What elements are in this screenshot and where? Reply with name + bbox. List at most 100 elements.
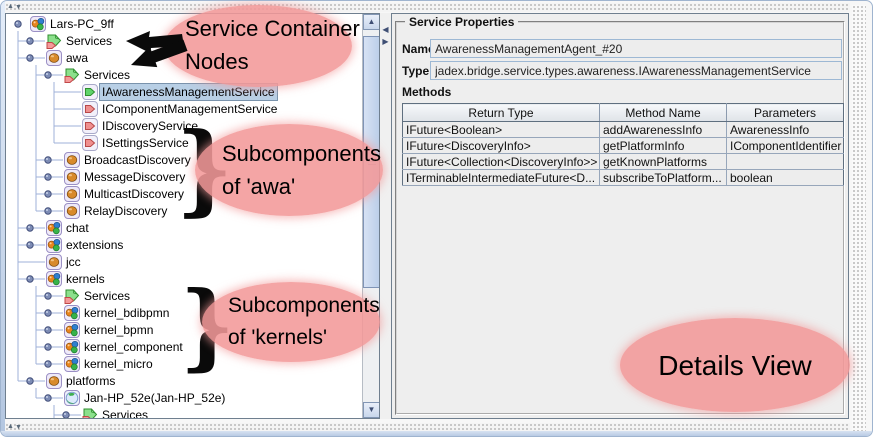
tree-node[interactable]: BroadcastDiscovery [6,152,363,169]
tree-node-label: Services [102,408,149,418]
collapse-handle-icon[interactable] [44,71,52,79]
component-icon [64,186,80,202]
collapse-handle-icon[interactable] [44,394,52,402]
tree-vertical-scrollbar[interactable]: ▲ ▼ [362,14,379,418]
tree-node[interactable]: Lars-PC_9ff [6,16,363,33]
table-cell: getPlatformInfo [599,137,727,154]
table-row[interactable]: ITerminableIntermediateFuture<D...subscr… [402,169,844,186]
tree-node[interactable]: kernel_bdibpmn [6,305,363,322]
collapse-handle-icon[interactable] [26,54,34,62]
component-icon [46,254,62,270]
expand-handle-icon[interactable] [26,224,34,232]
tree-node[interactable]: awa [6,50,363,67]
table-row[interactable]: IFuture<Collection<DiscoveryInfo>>getKno… [402,153,844,170]
table-cell: IFuture<Collection<DiscoveryInfo>> [402,153,600,170]
scroll-down-button[interactable]: ▼ [363,402,379,418]
table-cell: boolean [726,169,844,186]
tree-node-label: kernel_micro [84,357,153,371]
methods-column-header[interactable]: Method Name [599,103,727,122]
collapse-handle-icon[interactable] [26,377,34,385]
service-properties-groupbox: Service Properties Name Type Methods Ret… [395,15,845,415]
expand-handle-icon[interactable] [44,190,52,198]
platform-icon [64,322,80,338]
expand-handle-icon[interactable] [44,207,52,215]
annotation-ellipse-service-container [164,5,352,87]
tree-node-label: MessageDiscovery [84,170,186,184]
collapse-handle-icon[interactable] [14,20,22,28]
expand-handle-icon[interactable] [26,241,34,249]
tree-node[interactable]: Services [6,67,363,84]
tree-node[interactable]: Jan-HP_52e(Jan-HP_52e) [6,390,363,407]
name-field[interactable] [430,39,842,58]
tree-node-label: IDiscoveryService [102,119,199,133]
scroll-up-button[interactable]: ▲ [363,14,379,30]
services-icon [46,33,62,49]
tree-node[interactable]: ISettingsService [6,135,363,152]
tree-node[interactable]: MessageDiscovery [6,169,363,186]
tree-node[interactable]: kernel_bpmn [6,322,363,339]
bottom-splitter-expand-icon[interactable]: ▼ [15,424,22,431]
expand-handle-icon[interactable] [62,411,70,418]
tree-node[interactable]: IDiscoveryService [6,118,363,135]
groupbox-title: Service Properties [405,15,519,29]
expand-handle-icon[interactable] [44,343,52,351]
expand-handle-icon[interactable] [44,292,52,300]
platform-icon [64,339,80,355]
tree-node-label: Services [84,68,131,82]
services-icon [64,288,80,304]
right-splitter-strip[interactable] [852,5,866,432]
tree-node[interactable]: MulticastDiscovery [6,186,363,203]
methods-column-header[interactable]: Return Type [402,103,600,122]
expand-handle-icon[interactable] [44,309,52,317]
top-splitter-collapse-icon[interactable]: ▲ [7,3,14,10]
bottom-splitter-strip[interactable] [5,423,850,432]
tree-node-label: chat [66,221,89,235]
tree-node[interactable]: IComponentManagementService [6,101,363,118]
expand-handle-icon[interactable] [44,173,52,181]
tree-node[interactable]: extensions [6,237,363,254]
top-splitter-expand-icon[interactable]: ▼ [15,4,22,11]
tree-node[interactable]: Services [6,288,363,305]
tree-node[interactable]: kernels [6,271,363,288]
expand-handle-icon[interactable] [26,37,34,45]
service-icon [82,135,98,151]
collapse-handle-icon[interactable] [26,275,34,283]
tree-node-label: MulticastDiscovery [84,187,185,201]
tree-node[interactable]: RelayDiscovery [6,203,363,220]
divider-collapse-left-icon[interactable]: ◀ [382,25,389,34]
divider-expand-right-icon[interactable]: ▶ [382,37,389,46]
tree-node-label: BroadcastDiscovery [84,153,191,167]
component-icon [64,169,80,185]
type-field[interactable] [430,61,842,80]
tree-node[interactable]: IAwarenessManagementService [6,83,363,101]
component-icon [64,152,80,168]
tree-node[interactable]: platforms [6,373,363,390]
tree-node[interactable]: Services [6,407,363,418]
provided-service-icon [82,84,98,100]
expand-handle-icon[interactable] [44,326,52,334]
tree-node-label: Services [66,34,113,48]
tree-node[interactable]: chat [6,220,363,237]
tree-node-label: jcc [66,255,81,269]
expand-handle-icon[interactable] [44,156,52,164]
expand-handle-icon[interactable] [44,360,52,368]
split-pane-divider[interactable]: ◀ ▶ [380,13,391,419]
tree-node[interactable]: jcc [6,254,363,271]
tree-node[interactable]: kernel_component [6,339,363,356]
service-icon [82,118,98,134]
table-cell: IFuture<Boolean> [402,121,600,138]
top-splitter-strip[interactable] [5,3,850,12]
bottom-splitter-collapse-icon[interactable]: ▲ [7,423,14,430]
methods-column-header[interactable]: Parameters [726,103,844,122]
service-icon [82,101,98,117]
tree-node[interactable]: Services [6,33,363,50]
tree-node[interactable]: kernel_micro [6,356,363,373]
services-icon [64,67,80,83]
details-view-panel: Service Properties Name Type Methods Ret… [391,13,849,419]
platform-icon [64,305,80,321]
annotation-kernels-text: Subcomponents of 'kernels' [228,294,380,349]
annotation-awa-text: Subcomponents of 'awa' [222,141,381,199]
